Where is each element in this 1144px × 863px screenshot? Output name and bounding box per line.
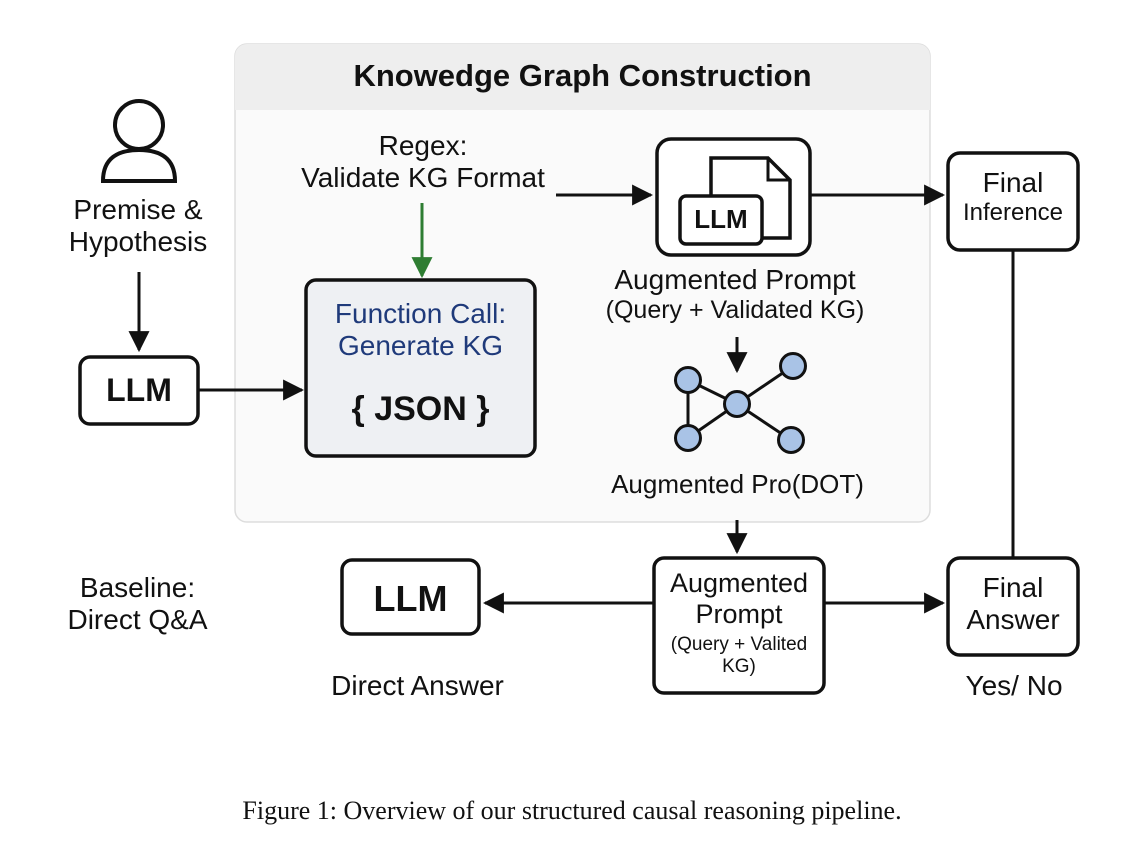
regex-line1: Regex: [378,130,468,161]
final-inference-line1: Final [982,167,1044,198]
final-answer-line2: Answer [966,604,1060,636]
direct-answer-label: Direct Answer [331,670,504,701]
regex-label: Regex: Validate KG Format [276,130,570,194]
final-inference-line2: Inference [962,199,1064,227]
augmented-prompt-bottom-line4: KG) [722,655,756,677]
function-call-line1: Function Call: [334,298,507,329]
final-inference-label: Final Inference [948,167,1078,227]
premise-line: Premise & [73,194,203,225]
baseline-line1: Baseline: [79,572,196,603]
augmented-prompt-bottom-line2: Prompt [695,599,783,630]
figure-caption: Figure 1: Overview of our structured cau… [242,796,902,825]
augmented-prompt-top-line2: (Query + Validated KG) [605,296,865,325]
user-icon [100,99,178,183]
augmented-prompt-bottom-line3: (Query + Valited [670,634,808,656]
final-answer-label: Final Answer [948,572,1078,636]
json-label: { JSON } [351,390,490,428]
function-call-label: Function Call: Generate KG [306,298,535,362]
augmented-prompt-bottom-box [652,556,826,695]
final-answer-line1: Final [982,572,1044,603]
llm-doc-label: LLM [694,204,748,234]
premise-hypothesis-label: Premise & Hypothesis [38,194,238,258]
augmented-prompt-top-line1: Augmented Prompt [614,264,856,295]
graph-icon [674,352,807,454]
regex-line2: Validate KG Format [301,162,545,194]
llm-bottom-label: LLM [373,578,448,619]
baseline-label: Baseline: Direct Q&A [40,572,235,636]
function-call-box [304,278,537,458]
yes-no-label: Yes/ No [965,670,1063,701]
llm-left-label: LLM [106,372,172,408]
graph-label: Augmented Pro(DOT) [611,469,864,499]
kg-panel-title: Knowedge Graph Construction [353,58,812,93]
function-call-line2: Generate KG [338,330,503,362]
llm-bottom-box [340,558,481,636]
hypothesis-line: Hypothesis [68,226,208,258]
kg-panel-header [235,44,930,110]
baseline-line2: Direct Q&A [67,604,208,636]
augmented-prompt-bottom-label: Augmented Prompt (Query + Valited KG) [654,568,824,678]
augmented-prompt-top-label: Augmented Prompt (Query + Validated KG) [580,264,890,325]
augmented-prompt-bottom-line1: Augmented [669,568,809,598]
llm-doc-icon [655,137,812,257]
